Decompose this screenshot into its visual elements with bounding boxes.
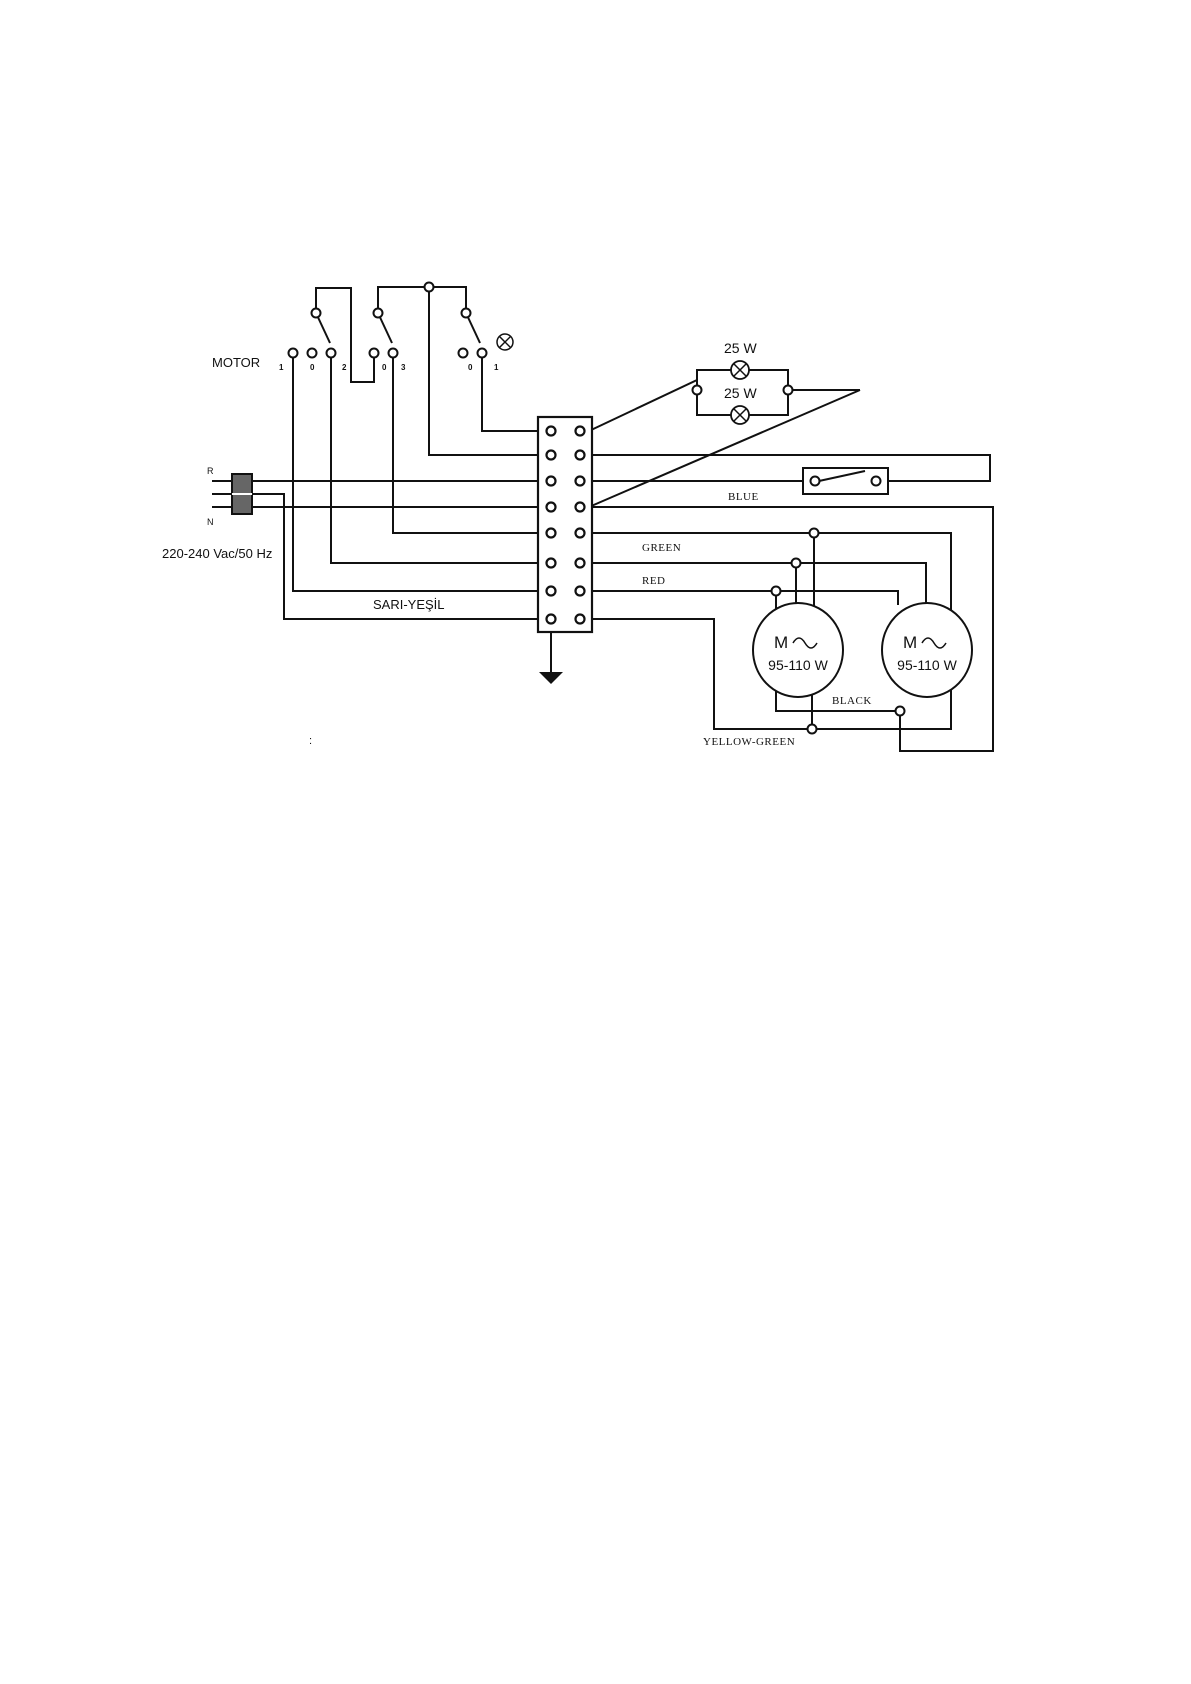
terminal-screw-5b <box>574 527 586 539</box>
earth-wire-label: SARI-YEŞİL <box>373 597 445 612</box>
stray-mark: : <box>309 735 312 747</box>
switch-pos-0b: 0 <box>382 363 387 372</box>
wire-bus-to-terminal-2 <box>428 287 551 456</box>
motor-1-symbol: M <box>774 633 788 652</box>
switch-pos-2: 2 <box>342 363 347 372</box>
lamp-2-icon <box>730 405 750 425</box>
wire-yellow-green <box>589 618 812 730</box>
yellow-green-label: YELLOW-GREEN <box>703 736 795 748</box>
lamp-2-label: 25 W <box>724 385 757 401</box>
wire-red-b <box>589 590 899 605</box>
terminal-screw-8b <box>574 613 586 625</box>
motor-2-body <box>881 602 973 698</box>
switch-pos-1: 1 <box>279 363 284 372</box>
switch-pos-0a: 0 <box>310 363 315 372</box>
motor-1-body <box>752 602 844 698</box>
ac-icon <box>921 637 947 649</box>
switch-contact-0b <box>368 347 380 359</box>
switch-common-3 <box>460 307 472 319</box>
terminal-screw-2a <box>545 449 557 461</box>
lamp-1-label: 25 W <box>724 340 757 356</box>
supply-label: 220-240 Vac/50 Hz <box>162 546 272 561</box>
terminal-screw-6b <box>574 557 586 569</box>
node-red-b <box>770 585 782 597</box>
terminal-screws <box>545 425 586 625</box>
switch-contact-3 <box>387 347 399 359</box>
wire-red <box>589 562 927 605</box>
ac-icon <box>792 637 818 649</box>
wire-black <box>775 689 900 712</box>
door-switch <box>802 467 889 495</box>
motor-2-symbol: M <box>903 633 917 652</box>
terminal-screw-4b <box>574 501 586 513</box>
lamp-node-right <box>782 384 794 396</box>
terminal-block <box>536 415 594 634</box>
lamp-1-icon <box>730 360 750 380</box>
motor-label: MOTOR <box>212 355 260 370</box>
terminal-screw-3b <box>574 475 586 487</box>
wire-speed-3 <box>392 358 551 534</box>
terminal-screw-3a <box>545 475 557 487</box>
indicator-lamp-icon <box>496 333 514 351</box>
motor-2: M 95-110 W <box>881 602 973 698</box>
lamp-node-left <box>691 384 703 396</box>
switch-lever-3 <box>465 312 481 344</box>
terminal-screw-6a <box>545 557 557 569</box>
switch-common-2 <box>372 307 384 319</box>
node-yellow-green <box>806 723 818 735</box>
wire-door-switch-loop <box>589 454 991 482</box>
switch-lever-2 <box>377 312 393 344</box>
terminal-screw-2b <box>574 449 586 461</box>
terminal-screw-7b <box>574 585 586 597</box>
wire-speed-2 <box>330 358 551 564</box>
switch-contact-0a <box>306 347 318 359</box>
switch-contact-0c <box>457 347 469 359</box>
switch-pos-1b: 1 <box>494 363 499 372</box>
terminal-block-body <box>536 415 594 634</box>
terminal-screw-4a <box>545 501 557 513</box>
wire-blue <box>589 506 994 752</box>
switch-bus-node <box>423 281 435 293</box>
ground-icon <box>539 672 563 684</box>
wire-switch-common-bus <box>377 286 467 313</box>
terminal-screw-1b <box>574 425 586 437</box>
wire-lamp-return-b <box>588 389 861 508</box>
motor-1: M 95-110 W <box>752 602 844 698</box>
switch-contact-1 <box>287 347 299 359</box>
wire-speed-1 <box>292 358 551 592</box>
motor-1-rating: 95-110 W <box>768 657 828 673</box>
switch-pos-3: 3 <box>401 363 406 372</box>
switch-contacts <box>287 281 488 359</box>
wire-lamp-switch-to-terminal-1 <box>481 358 551 432</box>
green-label: GREEN <box>642 542 681 554</box>
switch-contact-lamp <box>476 347 488 359</box>
terminal-screw-7a <box>545 585 557 597</box>
switch-lever-1 <box>315 312 331 344</box>
switch-common-1 <box>310 307 322 319</box>
wiring <box>212 286 994 752</box>
switch-pos-0c: 0 <box>468 363 473 372</box>
black-label: BLACK <box>832 695 872 707</box>
terminal-screw-5a <box>545 527 557 539</box>
node-green <box>808 527 820 539</box>
motor-2-rating: 95-110 W <box>897 657 957 673</box>
switch-contact-2 <box>325 347 337 359</box>
red-label: RED <box>642 575 666 587</box>
wire-lamp-feed <box>588 379 698 432</box>
terminal-screw-8a <box>545 613 557 625</box>
phase-label: R <box>207 466 214 476</box>
terminal-screw-1a <box>545 425 557 437</box>
wire-switch-link-a <box>315 287 375 383</box>
node-red <box>790 557 802 569</box>
node-black <box>894 705 906 717</box>
blue-label: BLUE <box>728 491 759 503</box>
neutral-label: N <box>207 517 214 527</box>
